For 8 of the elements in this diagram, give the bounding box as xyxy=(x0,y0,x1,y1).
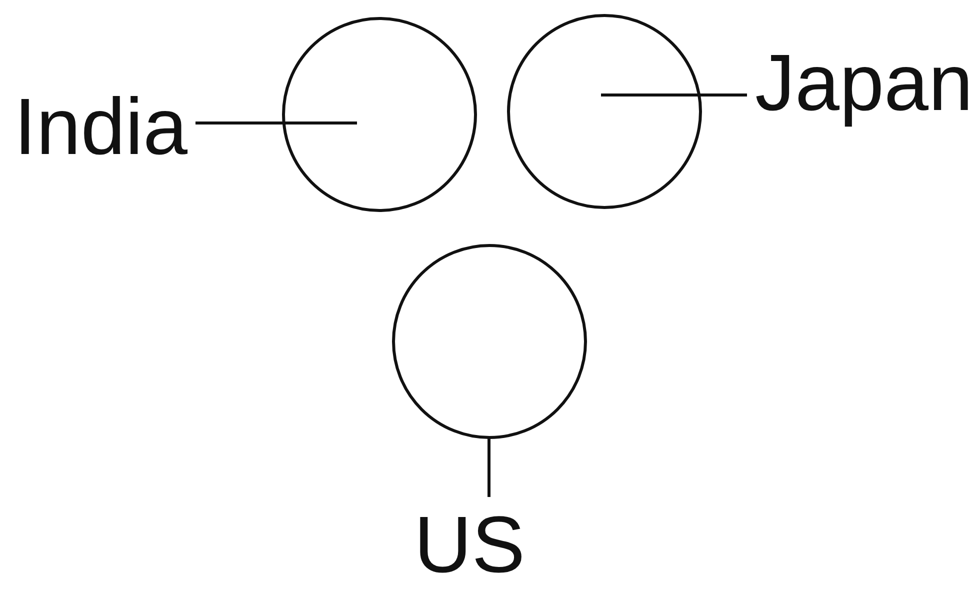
country-label: India xyxy=(14,87,188,167)
empty-circle xyxy=(282,16,476,212)
empty-circle xyxy=(506,14,702,208)
leader-line xyxy=(195,122,357,124)
country-label: US xyxy=(414,505,526,585)
empty-circle xyxy=(392,244,586,438)
leader-line xyxy=(488,438,490,497)
leader-line xyxy=(601,94,747,96)
